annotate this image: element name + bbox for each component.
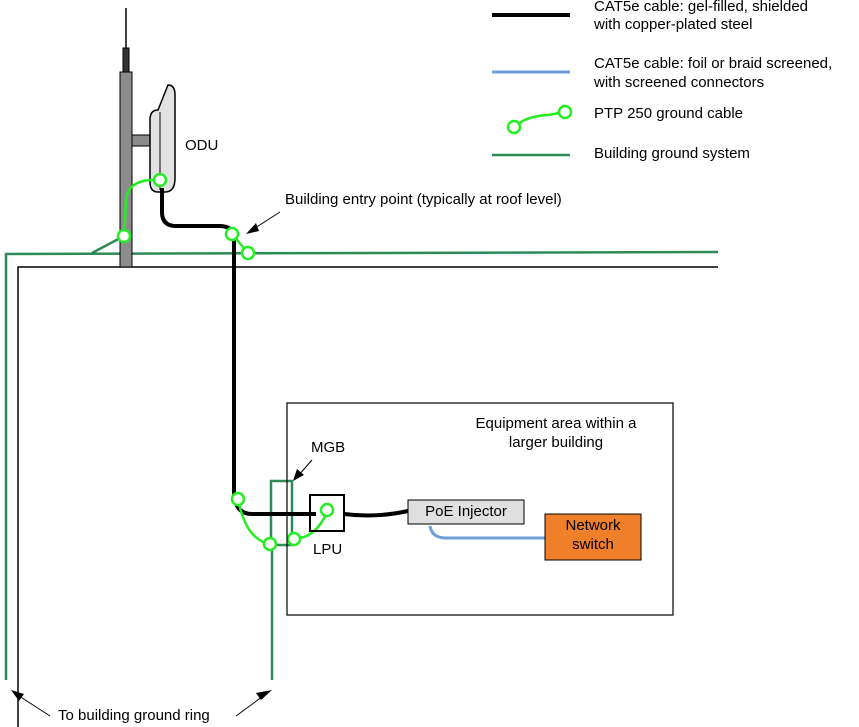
entry-point-label: Building entry point (typically at roof … [285, 191, 562, 208]
equipment-area-label-line2: larger building [508, 434, 604, 451]
legend-blue-cable-line2: with screened connectors [594, 74, 765, 91]
mgb-ground-cable [236, 498, 271, 546]
network-switch-label-line2: switch [572, 536, 614, 553]
network-switch-box [544, 513, 642, 561]
black-cable-odu-to-lpu [160, 188, 316, 516]
entry-arrowhead [246, 223, 259, 234]
mast-pole [119, 71, 133, 268]
lpu-box [309, 494, 345, 532]
mast-bracket [131, 134, 153, 147]
odu-label: ODU [185, 137, 219, 154]
odu-unit [149, 84, 176, 193]
legend-green-terminal-1 [506, 119, 522, 135]
ground-ring-arrowhead-right [256, 690, 272, 700]
mgb-terminal-1 [262, 536, 278, 552]
mgb-label: MGB [311, 439, 346, 456]
legend-black-cable-line2: with copper-plated steel [594, 16, 753, 33]
entry-ground-terminal-2 [240, 245, 256, 261]
legend-building-ground-label: Building ground system [594, 145, 750, 162]
poe-injector-label: PoE Injector [425, 503, 507, 520]
mast-tip [122, 47, 130, 73]
entry-ground-terminal-1 [224, 226, 240, 242]
black-cable-lpu-to-poe [343, 509, 409, 518]
ground-ring-arrow-left-line [15, 693, 51, 717]
cable-ground-terminal [230, 491, 246, 507]
ground-ring-label: To building ground ring [58, 707, 210, 724]
network-switch-label-line1: Network [565, 517, 621, 534]
poe-injector-box [407, 499, 525, 525]
legend-green-ground-label: PTP 250 ground cable [594, 105, 743, 122]
legend-green-terminal-2 [557, 104, 573, 120]
equipment-area-box [286, 402, 674, 616]
building-ground-line [4, 250, 719, 680]
odu-ground-terminal [152, 172, 168, 188]
blue-cable-poe-to-switch [428, 525, 545, 540]
equipment-area-label-line1: Equipment area within a [475, 415, 637, 432]
legend-black-cable-line1: CAT5e cable: gel-filled, shielded [594, 0, 809, 15]
ground-terminals [116, 172, 335, 552]
legend-green-line [513, 110, 566, 128]
mast-ground-terminal [116, 228, 132, 244]
legend-blue-cable-line1: CAT5e cable: foil or braid screened, [594, 55, 833, 72]
lpu-label: LPU [313, 541, 343, 558]
lpu-ground-terminal [319, 502, 335, 518]
ground-ring-arrowhead-left [11, 690, 24, 701]
mgb-terminal-2 [286, 531, 302, 547]
roof-line [17, 266, 718, 727]
mgb-arrowhead [293, 469, 304, 481]
